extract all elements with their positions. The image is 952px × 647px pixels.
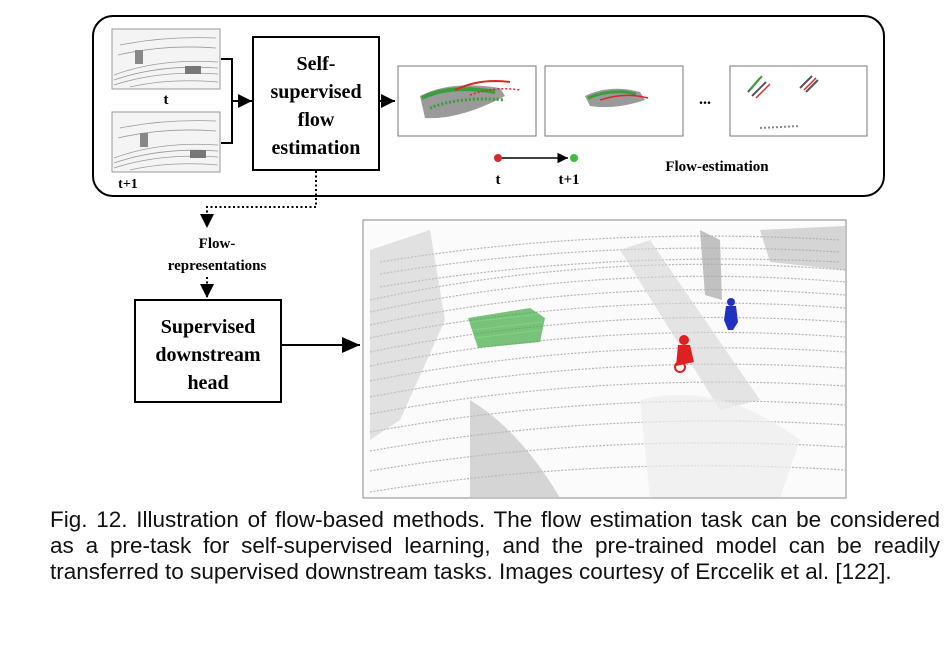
blue-pedestrian-object xyxy=(724,298,738,330)
self-supervised-line-4: estimation xyxy=(272,137,361,159)
flow-representations-line-1: Flow- xyxy=(199,236,236,252)
self-supervised-box xyxy=(252,36,380,171)
frame-t-thumbnail xyxy=(111,28,221,90)
flow-representations-line-2: representations xyxy=(168,258,267,274)
point-cloud-scene xyxy=(362,219,847,499)
flow-thumbnail-2 xyxy=(544,65,684,137)
frame-t1-label: t+1 xyxy=(118,177,138,192)
green-car-object xyxy=(468,308,545,348)
downstream-line-2: downstream xyxy=(155,344,261,366)
legend-start-dot xyxy=(494,154,502,162)
figure-caption: Fig. 12. Illustration of flow-based meth… xyxy=(50,507,940,584)
self-supervised-line-3: flow xyxy=(298,109,335,131)
flow-thumbnail-3 xyxy=(729,65,868,137)
flow-thumbnail-1 xyxy=(397,65,537,137)
legend-end-label: t+1 xyxy=(558,172,579,188)
self-supervised-line-1: Self- xyxy=(297,53,336,75)
frame-t-label: t xyxy=(164,92,169,108)
frames-connector xyxy=(221,58,252,144)
downstream-head-box xyxy=(134,299,282,403)
downstream-line-3: head xyxy=(187,372,228,394)
top-panel-frame xyxy=(92,15,885,197)
legend-start-label: t xyxy=(496,172,501,188)
frame-t1-thumbnail xyxy=(111,111,221,173)
flow-diagram: t t+1 Self- supervised flow estimation .… xyxy=(92,15,885,499)
self-supervised-line-2: supervised xyxy=(270,81,361,103)
flow-ellipsis: ... xyxy=(699,91,711,108)
downstream-line-1: Supervised xyxy=(161,316,255,338)
flow-estimation-title: Flow-estimation xyxy=(665,159,769,175)
legend-end-dot xyxy=(570,154,578,162)
red-cyclist-object xyxy=(674,335,694,373)
dotted-connector xyxy=(200,171,317,228)
